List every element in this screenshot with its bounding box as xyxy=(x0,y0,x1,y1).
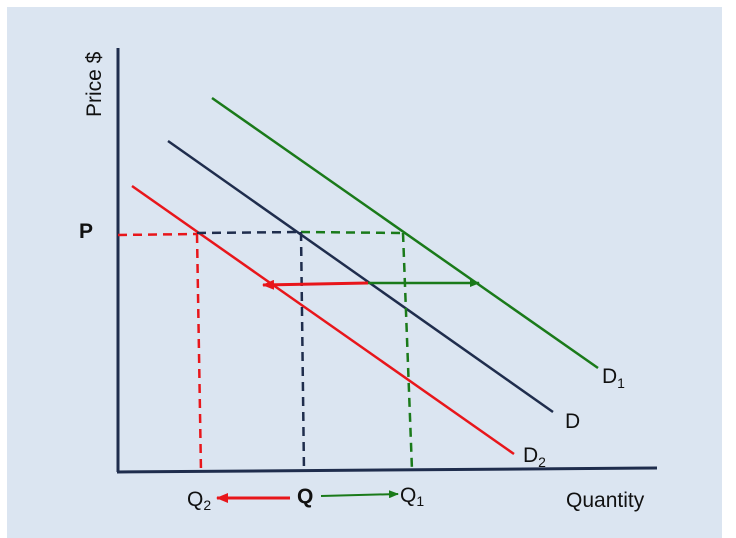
demand-curve-d xyxy=(167,139,554,414)
demand-curve-d2 xyxy=(131,184,515,456)
quantity-label-q1-main: Q xyxy=(400,484,416,507)
price-label: P xyxy=(79,220,93,243)
quantity-label-q2-main: Q xyxy=(187,488,203,511)
x-axis xyxy=(116,466,658,474)
x-axis-label: Quantity xyxy=(566,489,645,512)
price-guide-d2 xyxy=(117,232,198,237)
quantity-label-q2-sub: 2 xyxy=(203,497,211,513)
quantity-label-q: Q xyxy=(297,485,313,508)
curve-label-d2-main: D xyxy=(523,444,538,467)
curve-label-d: D xyxy=(565,410,580,433)
quantity-label-q1: Q1 xyxy=(400,484,424,509)
curve-label-d2: D2 xyxy=(523,444,546,470)
y-axis-label: Price $ xyxy=(83,51,106,117)
diagram-background xyxy=(7,7,722,538)
quantity-guide-q xyxy=(299,231,306,473)
price-guide-d1 xyxy=(300,230,404,235)
quantity-label-q1-sub: 1 xyxy=(416,493,424,509)
quantity-guide-q1 xyxy=(401,232,414,471)
curve-label-d2-sub: 2 xyxy=(538,454,546,470)
demand-curve-d1 xyxy=(211,96,599,370)
quantity-guide-q2 xyxy=(195,233,203,473)
shift-arrow-decrease xyxy=(262,279,369,290)
curve-label-d1-sub: 1 xyxy=(617,375,625,391)
quantity-arrow-increase xyxy=(320,490,399,499)
curve-label-d1: D1 xyxy=(602,365,625,391)
price-guide-d xyxy=(196,230,302,235)
quantity-label-q2: Q2 xyxy=(187,488,211,513)
curve-label-d1-main: D xyxy=(602,365,617,388)
